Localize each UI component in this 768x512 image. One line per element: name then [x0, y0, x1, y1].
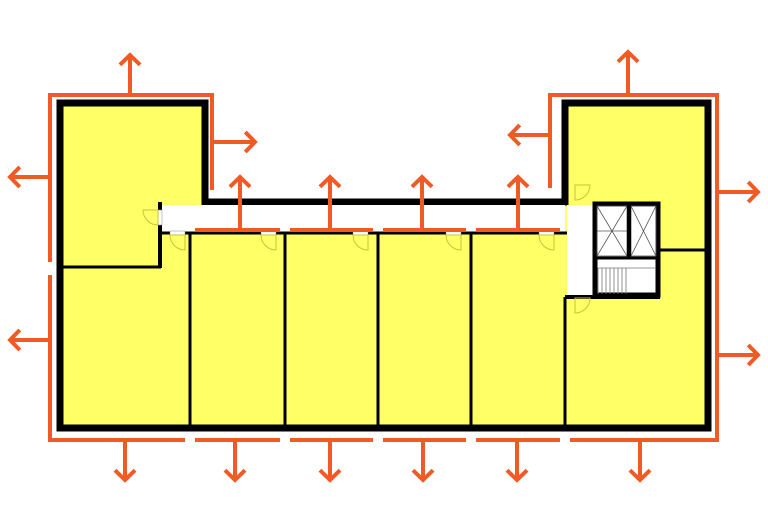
- exit-arrow-head: [746, 180, 761, 204]
- door-opening: [169, 230, 186, 236]
- escape-route-line: [548, 93, 719, 442]
- elevator-core: [592, 201, 661, 298]
- door-opening: [157, 209, 163, 226]
- doors: [142, 184, 591, 314]
- exit-arrow-head: [223, 468, 247, 483]
- door-swing-icon: [142, 209, 159, 226]
- door-swing-icon: [169, 234, 186, 251]
- door-swing-icon: [574, 184, 591, 201]
- exit-arrow-head: [628, 468, 652, 483]
- stair-icon: [597, 267, 656, 294]
- exit-arrow-head: [318, 468, 342, 483]
- exit-arrow-head: [113, 468, 137, 483]
- escape-route-line: [48, 275, 185, 442]
- door-swing-icon: [445, 234, 462, 251]
- exit-arrow-head: [7, 165, 22, 189]
- door-swing-icon: [574, 297, 591, 314]
- exit-arrow-head: [505, 468, 529, 483]
- exit-arrow-head: [318, 174, 342, 189]
- rooms: [56, 99, 712, 432]
- exit-arrow-head: [507, 123, 522, 147]
- exit-arrow-head: [118, 52, 142, 67]
- door-swing-icon: [352, 234, 369, 251]
- exit-arrow-head: [410, 174, 434, 189]
- escape-routes: [7, 49, 761, 483]
- exit-arrow-head: [243, 130, 258, 154]
- exit-arrow-head: [506, 174, 530, 189]
- exit-arrow-head: [228, 174, 252, 189]
- exit-arrow-head: [411, 468, 435, 483]
- exit-arrow-head: [616, 49, 640, 64]
- corridor: [160, 205, 565, 232]
- exit-arrow-head: [7, 328, 22, 352]
- door-swing-icon: [260, 234, 277, 251]
- exit-arrow-head: [746, 343, 761, 367]
- door-swing-icon: [538, 234, 555, 251]
